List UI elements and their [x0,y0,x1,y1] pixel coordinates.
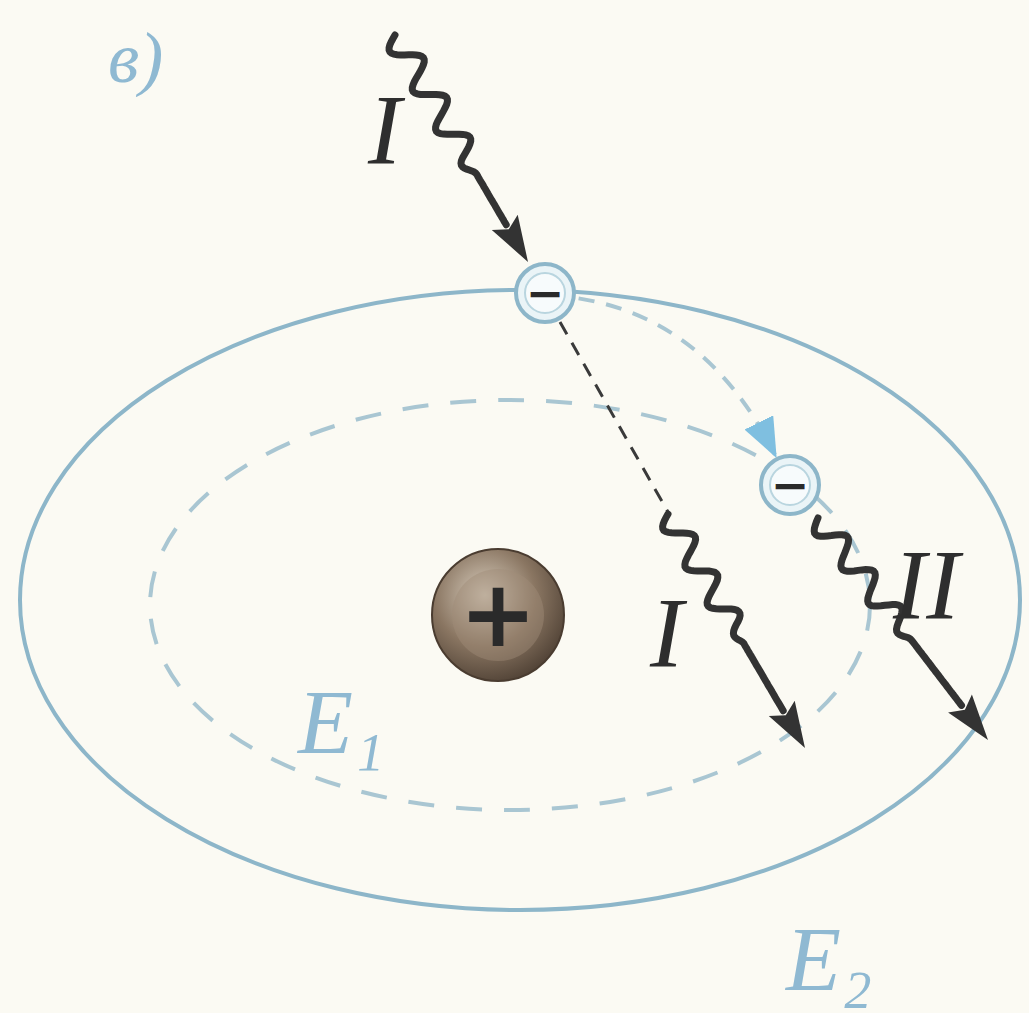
photon-label: I [650,583,683,683]
photon-label: II [893,535,960,635]
photon-path [560,322,668,512]
photon-waves [389,35,988,748]
level-label: E₂ [786,915,872,1005]
photon-wave [389,35,506,225]
nucleus-circle: + [430,547,566,683]
photon-arrowhead [769,701,805,748]
charge-minus: − [771,462,810,508]
photon-wave [814,518,961,705]
orbit-e2 [20,290,1020,910]
photon-arrowhead [492,215,528,262]
photon-arrowhead [948,694,988,740]
charge-plus: + [459,569,536,661]
panel-letter: в) [108,22,163,94]
transition-arrow [579,298,775,454]
charge-minus: − [526,270,565,316]
level-label: E₁ [298,678,384,768]
electron-circle: − [513,261,577,325]
photon-label: I [368,80,401,180]
orbit-e1 [150,400,870,810]
electron-circle: − [758,453,822,517]
